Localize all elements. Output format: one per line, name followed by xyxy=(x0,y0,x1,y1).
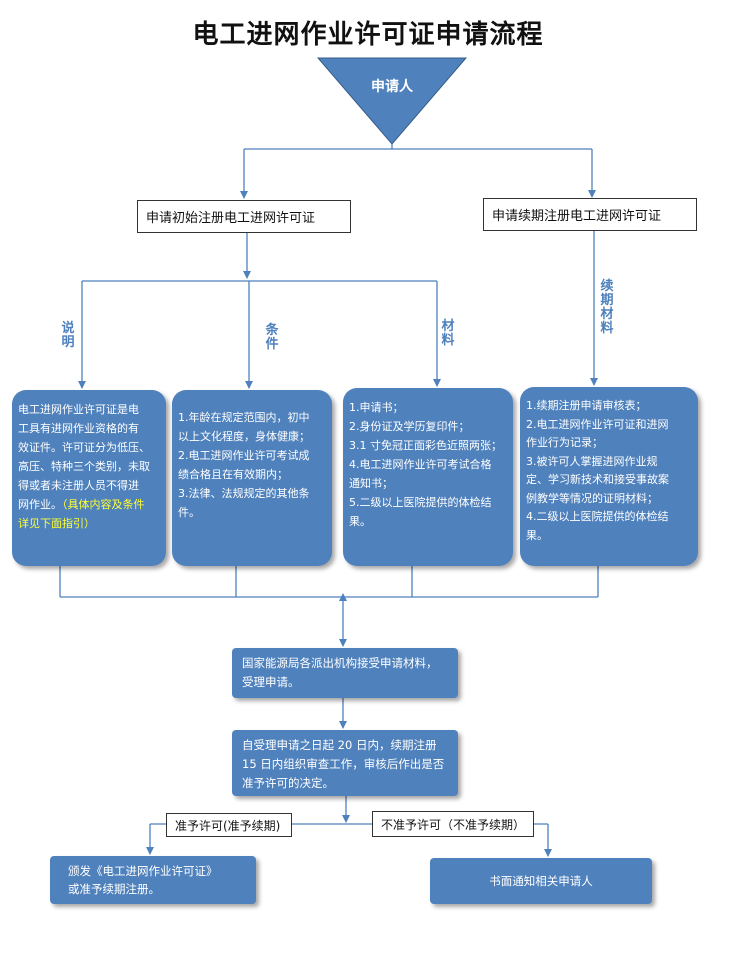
renewal-materials-box: 1.续期注册申请审核表； 2.电工进网作业许可证和进网 作业行为记录； 3.被许… xyxy=(520,387,698,566)
conditions-box: 1.年龄在规定范围内，初中 以上文化程度，身体健康； 2.电工进网作业许可考试成… xyxy=(172,390,332,566)
label-renewal-materials: 续期材料 xyxy=(600,279,614,336)
materials-box: 1.申请书； 2.身份证及学历复印件； 3.1 寸免冠正面彩色近照两张； 4.电… xyxy=(343,388,513,566)
notify-applicant-box: 书面通知相关申请人 xyxy=(430,858,652,904)
review-decision-box: 自受理申请之日起 20 日内，续期注册 15 日内组织审查工作，审核后作出是否 … xyxy=(232,730,458,796)
applicant-label: 申请人 xyxy=(371,79,413,95)
renewal-application-box: 申请续期注册电工进网许可证 xyxy=(483,198,697,231)
label-materials: 材料 xyxy=(441,319,455,348)
guide-note-cont: 详见下面指引） xyxy=(18,517,95,530)
page-title: 电工进网作业许可证申请流程 xyxy=(192,20,544,50)
guide-note: （具体内容及条件 xyxy=(62,498,145,511)
issue-license-box: 颁发《电工进网作业许可证》 或准予续期注册。 xyxy=(50,856,256,904)
label-explanation: 说明 xyxy=(61,321,75,350)
explanation-box: 电工进网作业许可证是电 工具有进网作业资格的有 效证件。许可证分为低压、 高压、… xyxy=(12,390,166,566)
label-conditions: 条件 xyxy=(265,323,279,352)
approve-label: 准予许可(准予续期) xyxy=(166,813,292,837)
accept-application-box: 国家能源局各派出机构接受申请材料， 受理申请。 xyxy=(232,648,458,698)
initial-application-box: 申请初始注册电工进网许可证 xyxy=(137,200,351,233)
reject-label: 不准予许可（不准予续期） xyxy=(372,811,534,837)
applicant-triangle xyxy=(316,57,468,145)
